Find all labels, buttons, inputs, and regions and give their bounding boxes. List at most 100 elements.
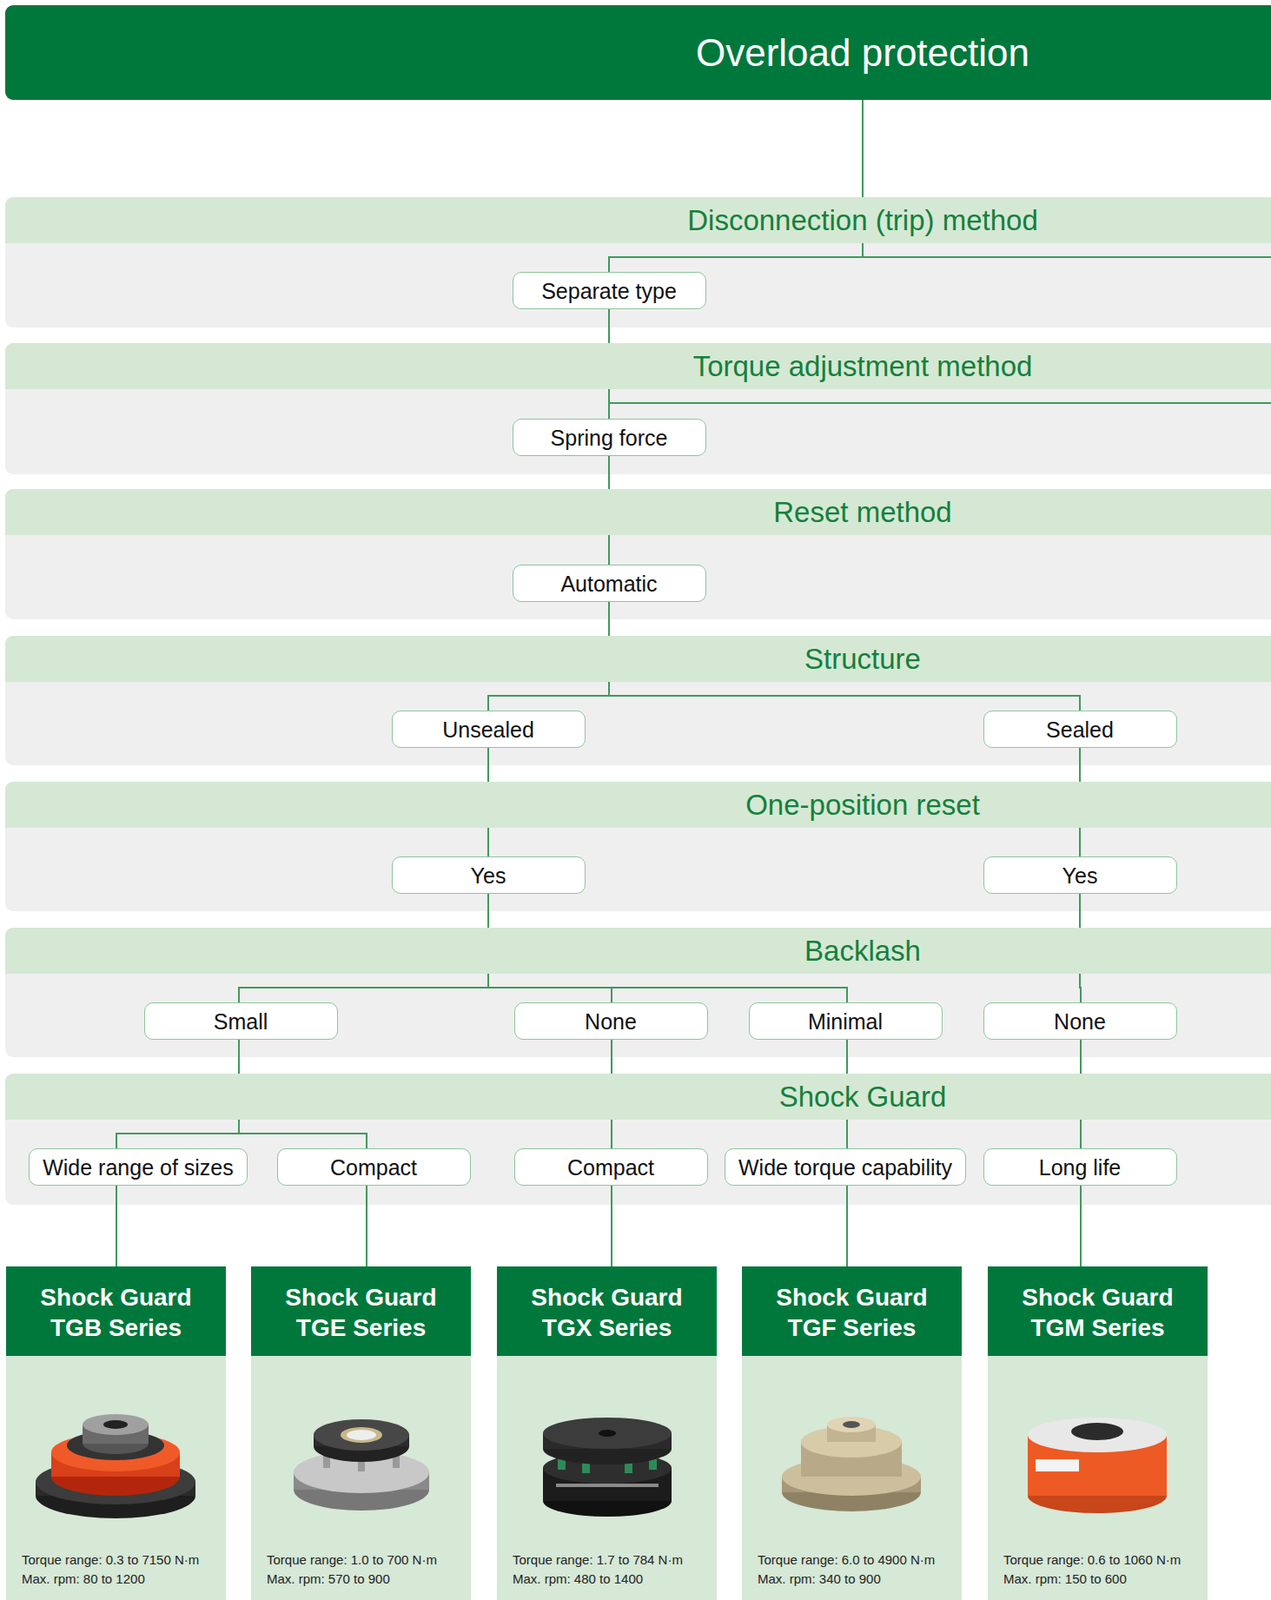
photo-part (542, 1417, 672, 1450)
option-label: Small (213, 1008, 269, 1035)
band-heading: Reset method (5, 489, 1271, 536)
photo-part (313, 1419, 410, 1451)
option-label: Compact (330, 1154, 418, 1181)
photo-part (82, 1414, 149, 1436)
speed-spec: Max. rpm: 340 to 900 (741, 1569, 962, 1589)
option-box: Compact (277, 1148, 471, 1186)
option-label: Automatic (560, 570, 657, 597)
speed-spec: Max. rpm: 150 to 600 (987, 1569, 1208, 1589)
connector (365, 1185, 368, 1267)
card-ground (741, 1266, 962, 1600)
option-box: None (983, 1002, 1178, 1040)
card-ground (987, 1266, 1208, 1600)
category-band: Shock GuardWide range of sizes Compact Com… (5, 1073, 1271, 1205)
band-heading: One-position reset (5, 781, 1271, 828)
option-box: Yes (391, 856, 586, 894)
band-heading: Shock Guard (5, 1073, 1271, 1120)
title-bar: Overload protection (5, 5, 1271, 100)
option-box: Automatic (512, 564, 707, 603)
torque-spec: Torque range: 6.0 to 4900 N·m (741, 1550, 962, 1570)
option-box: Spring force (512, 418, 707, 457)
torque-spec: Torque range: 1.0 to 700 N·m (251, 1550, 471, 1570)
photo-part (842, 1421, 861, 1429)
product-card: Shock Guard TGB SeriesTorque range: 0.3 … (6, 1266, 226, 1600)
category-band: StructureUnsealed Sealed (5, 635, 1271, 766)
product-card: Shock Guard TGX SeriesTorque range: 1.7 … (496, 1266, 717, 1600)
band-heading: Backlash (5, 927, 1271, 974)
option-label: Yes (470, 862, 507, 889)
product-card: Shock Guard TGF SeriesTorque range: 6.0 … (741, 1266, 962, 1600)
product-photo (542, 1417, 672, 1517)
option-box: Yes (983, 856, 1178, 894)
photo-part (340, 1427, 383, 1444)
product-name: Shock Guard TGX Series (496, 1266, 717, 1357)
option-box: Minimal (748, 1002, 943, 1040)
option-label: Yes (1062, 862, 1099, 889)
option-label: Unsealed (442, 716, 535, 743)
category-band: BacklashSmall None Minimal None (5, 927, 1271, 1058)
connector (846, 1185, 848, 1267)
torque-spec: Torque range: 0.6 to 1060 N·m (987, 1550, 1208, 1570)
speed-spec: Max. rpm: 570 to 900 (251, 1569, 471, 1589)
band-ground (5, 635, 1271, 766)
photo-part (346, 1429, 377, 1441)
title-text: Overload protection (5, 5, 1271, 100)
card-ground (251, 1266, 471, 1600)
option-box: Separate type (512, 271, 707, 310)
photo-part (556, 1483, 659, 1488)
band-ground (5, 781, 1271, 912)
option-label: Minimal (807, 1008, 883, 1035)
band-heading: Disconnection (trip) method (5, 197, 1271, 244)
option-label: Sealed (1045, 716, 1114, 743)
photo-part (103, 1420, 128, 1430)
product-name: Shock Guard TGB Series (6, 1266, 226, 1357)
band-ground (5, 489, 1271, 620)
product-card: Shock Guard TGE SeriesTorque range: 1.0 … (251, 1266, 471, 1600)
photo-part (827, 1416, 876, 1433)
band-grounds (5, 197, 1271, 1205)
band-heading: Torque adjustment method (5, 343, 1271, 390)
connector (609, 99, 863, 272)
speed-spec: Max. rpm: 480 to 1400 (496, 1569, 717, 1589)
product-card: Shock Guard TGM SeriesTorque range: 0.6 … (987, 1266, 1208, 1600)
category-band: Reset methodAutomatic (5, 489, 1271, 620)
option-label: None (1053, 1008, 1106, 1035)
option-label: Separate type (541, 278, 677, 305)
band-ground (5, 197, 1271, 328)
torque-spec: Torque range: 1.7 to 784 N·m (496, 1550, 717, 1570)
option-box: Sealed (983, 710, 1178, 749)
option-box: Long life (983, 1148, 1178, 1186)
option-box: Wide torque capability (724, 1148, 967, 1186)
product-photo (293, 1419, 430, 1511)
option-label: Wide range of sizes (42, 1154, 234, 1181)
card-grounds (6, 1266, 1208, 1600)
option-box: Small (144, 1002, 338, 1040)
product-photo (35, 1414, 196, 1519)
photo-part (1027, 1417, 1167, 1453)
option-box: Unsealed (391, 710, 586, 749)
card-ground (496, 1266, 717, 1600)
option-label: Compact (567, 1154, 655, 1181)
option-box: None (514, 1002, 709, 1040)
product-name: Shock Guard TGF Series (741, 1266, 962, 1357)
connector (115, 1185, 118, 1267)
option-label: Long life (1039, 1154, 1122, 1181)
speed-spec: Max. rpm: 80 to 1200 (6, 1569, 226, 1589)
option-label: Wide torque capability (738, 1154, 953, 1181)
band-heading: Structure (5, 635, 1271, 682)
photo-part (1071, 1423, 1124, 1441)
option-box: Compact (514, 1148, 709, 1186)
product-name: Shock Guard TGE Series (251, 1266, 471, 1357)
connector (1079, 1185, 1082, 1267)
branch-stub (862, 256, 1271, 259)
torque-spec: Torque range: 0.3 to 7150 N·m (6, 1550, 226, 1570)
category-band: One-position resetYes Yes (5, 781, 1271, 912)
branch-stub (609, 402, 1271, 404)
product-photo (1027, 1417, 1167, 1514)
photo-part (598, 1429, 616, 1437)
category-band: Disconnection (trip) methodSeparate type (5, 197, 1271, 328)
photo-part (1035, 1459, 1080, 1472)
product-photo (781, 1416, 921, 1512)
band-ground (5, 343, 1271, 475)
